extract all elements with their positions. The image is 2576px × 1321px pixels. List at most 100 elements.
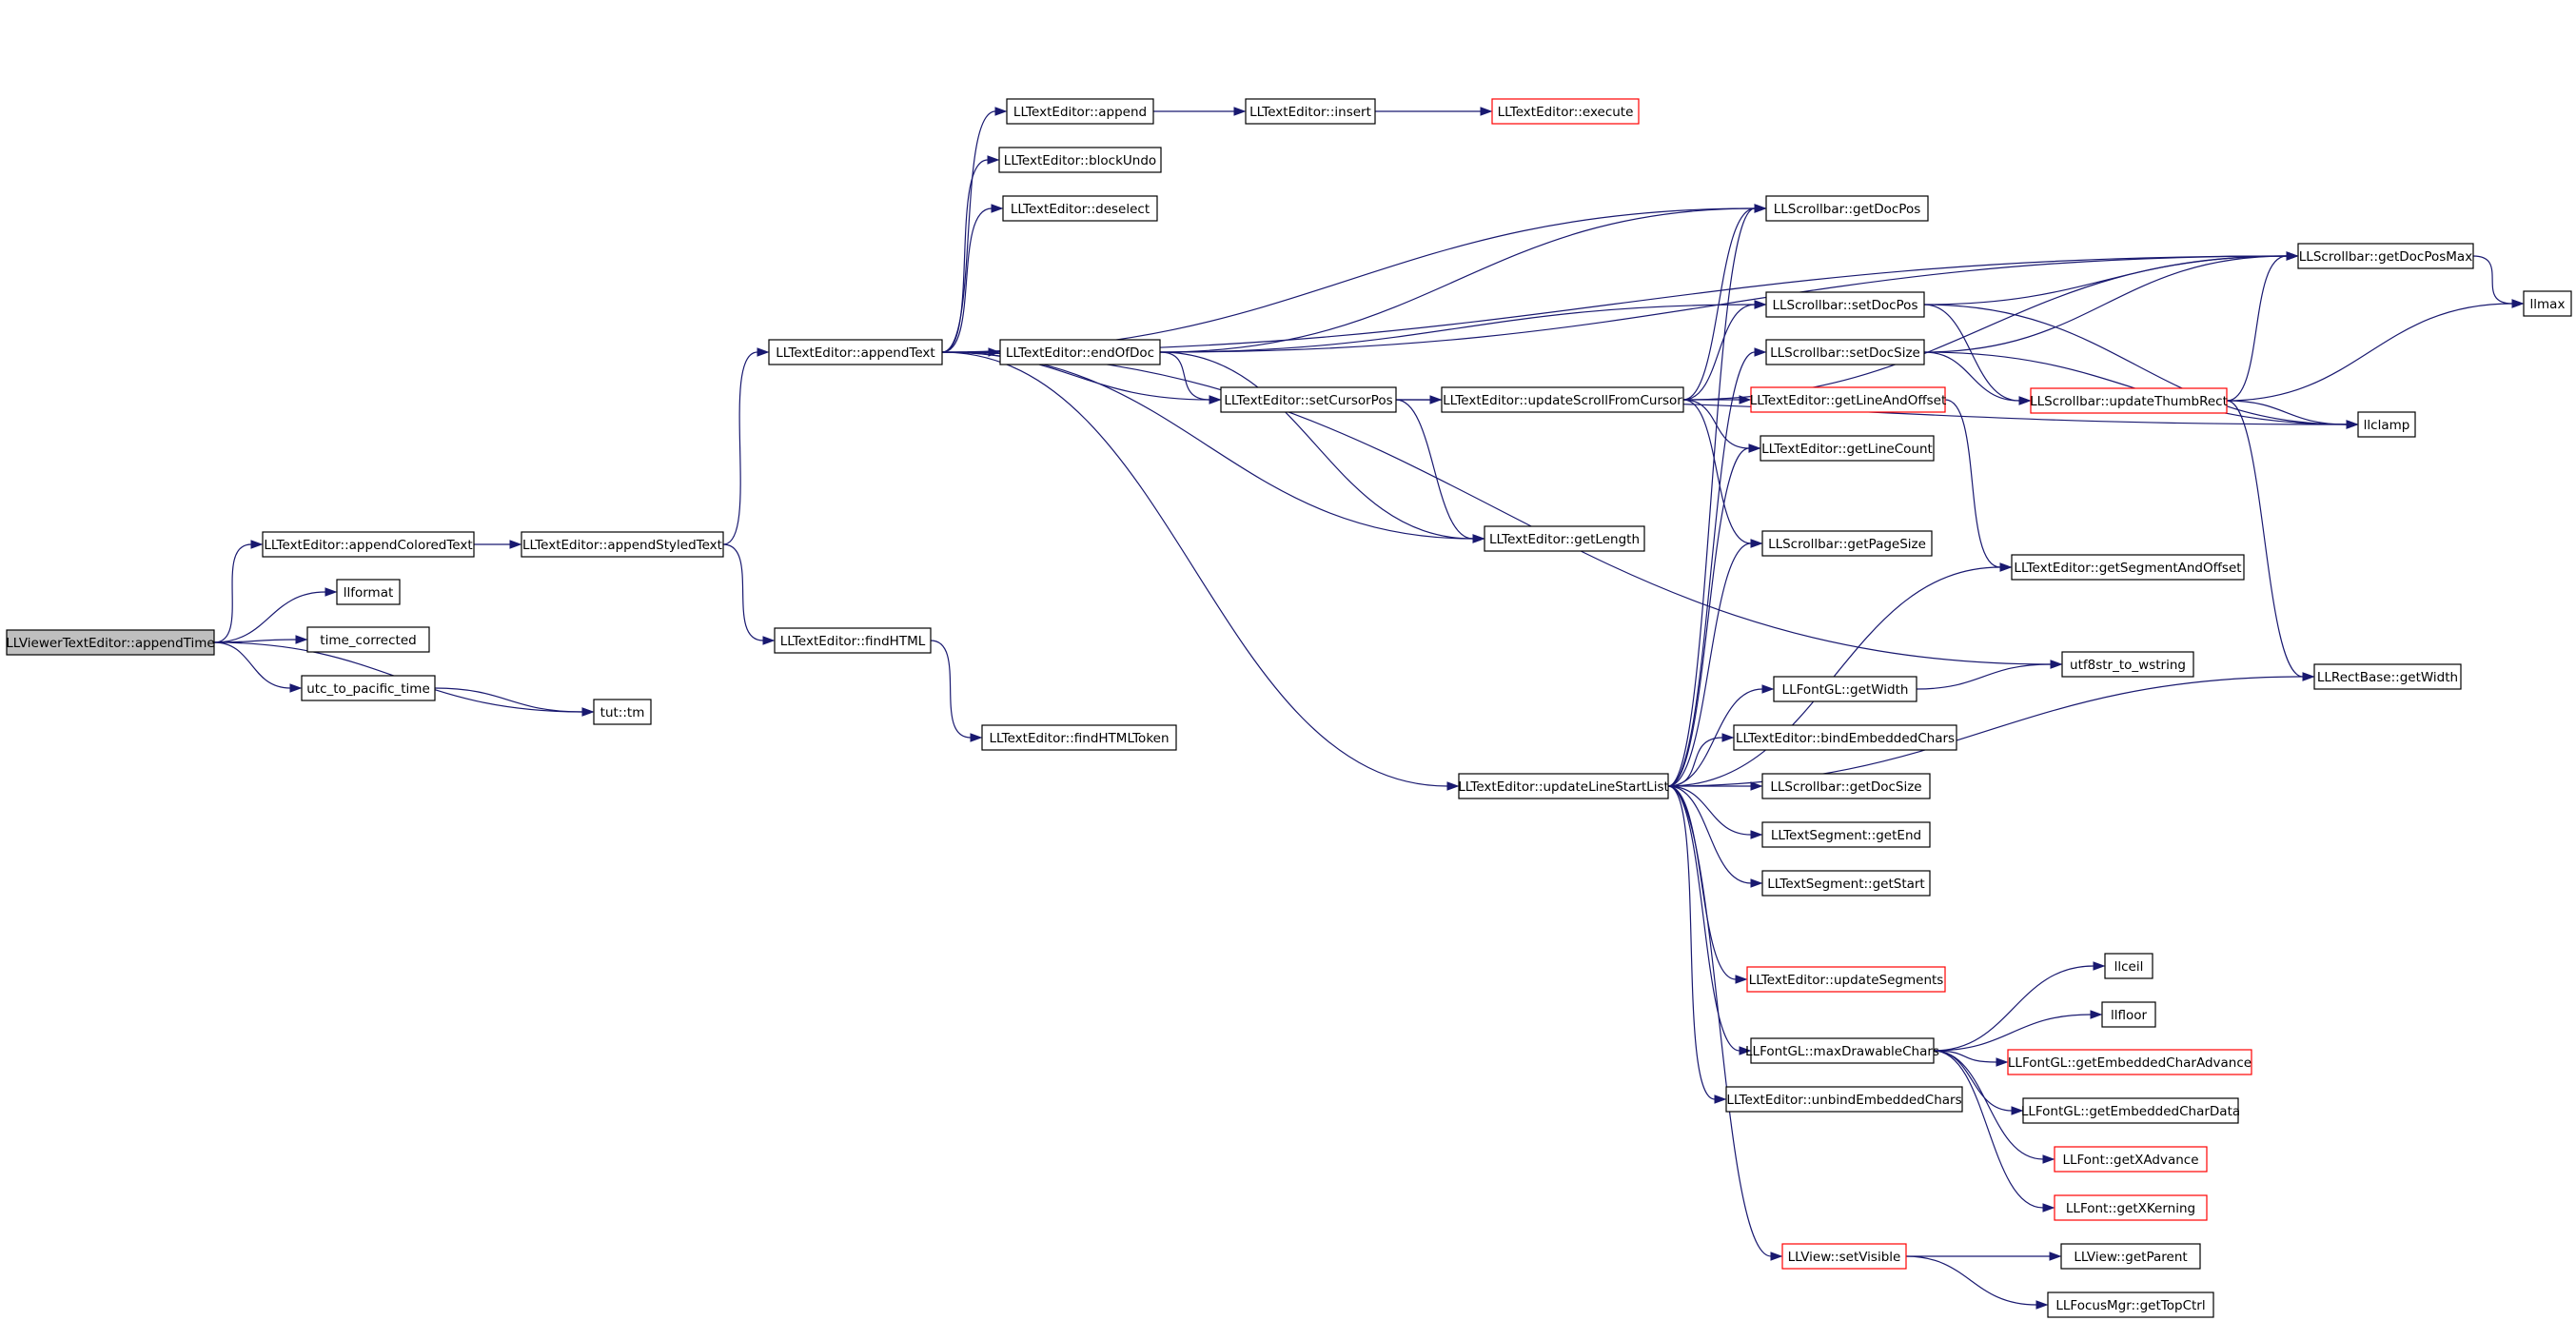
edge-updateThumbRect-to-rect_getWidth	[2226, 400, 2315, 681]
node-getEmbeddedCharData[interactable]: LLFontGL::getEmbeddedCharData	[2021, 1097, 2240, 1124]
arrow-head-icon	[1739, 395, 1752, 404]
edge-updateThumbRect-to-llclamp	[2226, 400, 2359, 429]
edge-line	[1682, 207, 1756, 401]
edge-updateThumbRect-to-sb_getDocPosMax	[2226, 251, 2299, 402]
node-rect_getWidth[interactable]: LLRectBase::getWidth	[2313, 663, 2462, 690]
edge-line	[941, 159, 989, 353]
node-box	[1760, 435, 1935, 462]
node-llclamp[interactable]: llclamp	[2357, 411, 2416, 438]
node-label: LLTextEditor::bindEmbeddedChars	[1736, 731, 1955, 746]
node-setCursorPos[interactable]: LLTextEditor::setCursorPos	[1220, 386, 1397, 413]
edge-appendText-to-blockUndo	[941, 155, 1000, 353]
node-utf8str_to_wstring[interactable]: utf8str_to_wstring	[2061, 651, 2194, 678]
arrow-head-icon	[581, 707, 595, 717]
node-endOfDoc[interactable]: LLTextEditor::endOfDoc	[999, 339, 1161, 365]
node-tut_tm[interactable]: tut::tm	[593, 699, 652, 725]
node-appendTime[interactable]: LLViewerTextEditor::appendTime	[6, 629, 215, 656]
node-llformat[interactable]: llformat	[336, 579, 401, 605]
node-box	[1441, 386, 1684, 413]
node-sb_getDocSize[interactable]: LLScrollbar::getDocSize	[1761, 773, 1931, 799]
node-time_corrected[interactable]: time_corrected	[306, 626, 430, 653]
node-llceil[interactable]: llceil	[2104, 953, 2153, 979]
node-sb_getDocPos[interactable]: LLScrollbar::getDocPos	[1765, 195, 1929, 222]
edge-line	[1159, 351, 1474, 540]
edge-appendText-to-getLength	[941, 351, 1485, 543]
arrow-head-icon	[987, 155, 1000, 165]
arrow-head-icon	[2042, 1203, 2055, 1213]
edges-layer	[213, 107, 2525, 1310]
edge-line	[1933, 1014, 2092, 1052]
node-maxDrawableChars[interactable]: LLFontGL::maxDrawableChars	[1745, 1037, 1939, 1064]
node-bindEmbeddedChars[interactable]: LLTextEditor::bindEmbeddedChars	[1733, 724, 1957, 751]
node-getEmbeddedCharAdvance[interactable]: LLFontGL::getEmbeddedCharAdvance	[2007, 1049, 2252, 1075]
node-getXKerning[interactable]: LLFont::getXKerning	[2054, 1194, 2208, 1221]
node-findHTMLToken[interactable]: LLTextEditor::findHTMLToken	[981, 724, 1177, 751]
arrow-head-icon	[1735, 975, 1748, 984]
node-label: LLTextEditor::getSegmentAndOffset	[2014, 561, 2241, 576]
node-updateThumbRect[interactable]: LLScrollbar::updateThumbRect	[2030, 387, 2228, 414]
node-sb_getDocPosMax[interactable]: LLScrollbar::getDocPosMax	[2297, 243, 2474, 269]
node-box	[1491, 98, 1640, 125]
edge-line	[1667, 207, 1756, 787]
arrow-head-icon	[250, 540, 264, 549]
node-box	[1781, 1243, 1907, 1270]
node-getLineCount[interactable]: LLTextEditor::getLineCount	[1760, 435, 1935, 462]
node-label: LLFontGL::getEmbeddedCharData	[2021, 1104, 2240, 1119]
edge-updateScrollFromCursor-to-getLineAndOffset	[1682, 395, 1752, 404]
node-getXAdvance[interactable]: LLFont::getXAdvance	[2054, 1146, 2208, 1173]
node-seg_getEnd[interactable]: LLTextSegment::getEnd	[1761, 821, 1931, 848]
node-getLength[interactable]: LLTextEditor::getLength	[1484, 525, 1645, 552]
node-deselect[interactable]: LLTextEditor::deselect	[1002, 195, 1158, 222]
arrow-head-icon	[2042, 1154, 2055, 1164]
edge-endOfDoc-to-sb_getDocPos	[1159, 204, 1767, 353]
edge-setVisible-to-getTopCtrl	[1905, 1255, 2049, 1310]
arrow-head-icon	[991, 204, 1004, 213]
node-append[interactable]: LLTextEditor::append	[1006, 98, 1154, 125]
edge-maxDrawableChars-to-getEmbeddedCharAdvance	[1933, 1050, 2009, 1067]
node-sb_setDocSize[interactable]: LLScrollbar::setDocSize	[1765, 339, 1925, 365]
node-box	[521, 531, 724, 558]
edge-sb_getDocPosMax-to-llmax	[2472, 255, 2525, 308]
node-updateSegments[interactable]: LLTextEditor::updateSegments	[1746, 966, 1946, 993]
edge-line	[1667, 785, 1752, 836]
edge-line	[1682, 304, 1756, 401]
node-getLineAndOffset[interactable]: LLTextEditor::getLineAndOffset	[1750, 386, 1947, 413]
edge-fontgl_getWidth-to-utf8str_to_wstring	[1916, 660, 2063, 690]
node-llmax[interactable]: llmax	[2523, 290, 2572, 317]
node-insert[interactable]: LLTextEditor::insert	[1245, 98, 1376, 125]
arrow-head-icon	[1754, 204, 1767, 213]
edge-findHTML-to-findHTMLToken	[930, 640, 983, 742]
node-label: LLTextEditor::appendStyledText	[522, 538, 722, 553]
node-getSegmentAndOffset[interactable]: LLTextEditor::getSegmentAndOffset	[2011, 554, 2245, 581]
node-appendColoredText[interactable]: LLTextEditor::appendColoredText	[262, 531, 475, 558]
node-sb_setDocPos[interactable]: LLScrollbar::setDocPos	[1765, 291, 1925, 318]
node-getTopCtrl[interactable]: LLFocusMgr::getTopCtrl	[2047, 1291, 2214, 1318]
edge-line	[941, 351, 1448, 787]
node-box	[1765, 195, 1929, 222]
node-unbindEmbeddedChars[interactable]: LLTextEditor::unbindEmbeddedChars	[1725, 1086, 1963, 1113]
node-box	[768, 339, 943, 365]
node-updateLineStartList[interactable]: LLTextEditor::updateLineStartList	[1458, 773, 1669, 799]
node-utc_to_pacific_time[interactable]: utc_to_pacific_time	[301, 675, 436, 701]
node-box	[1750, 1037, 1935, 1064]
node-setVisible[interactable]: LLView::setVisible	[1781, 1243, 1907, 1270]
node-updateScrollFromCursor[interactable]: LLTextEditor::updateScrollFromCursor	[1441, 386, 1684, 413]
node-appendText[interactable]: LLTextEditor::appendText	[768, 339, 943, 365]
node-sb_getPageSize[interactable]: LLScrollbar::getPageSize	[1761, 530, 1933, 557]
edge-line	[1923, 255, 2288, 353]
edge-maxDrawableChars-to-getXAdvance	[1933, 1050, 2055, 1164]
arrow-head-icon	[295, 635, 308, 644]
node-blockUndo[interactable]: LLTextEditor::blockUndo	[998, 147, 1162, 173]
node-findHTML[interactable]: LLTextEditor::findHTML	[774, 627, 932, 654]
node-execute[interactable]: LLTextEditor::execute	[1491, 98, 1640, 125]
node-box	[2357, 411, 2416, 438]
edge-line	[1159, 255, 2288, 353]
node-seg_getStart[interactable]: LLTextSegment::getStart	[1761, 870, 1931, 897]
node-label: LLScrollbar::getDocSize	[1770, 779, 1921, 795]
node-fontgl_getWidth[interactable]: LLFontGL::getWidth	[1773, 676, 1917, 702]
arrow-head-icon	[1750, 878, 1763, 888]
node-getParent[interactable]: LLView::getParent	[2060, 1243, 2201, 1270]
node-llfloor[interactable]: llfloor	[2101, 1001, 2156, 1028]
node-appendStyledText[interactable]: LLTextEditor::appendStyledText	[521, 531, 724, 558]
